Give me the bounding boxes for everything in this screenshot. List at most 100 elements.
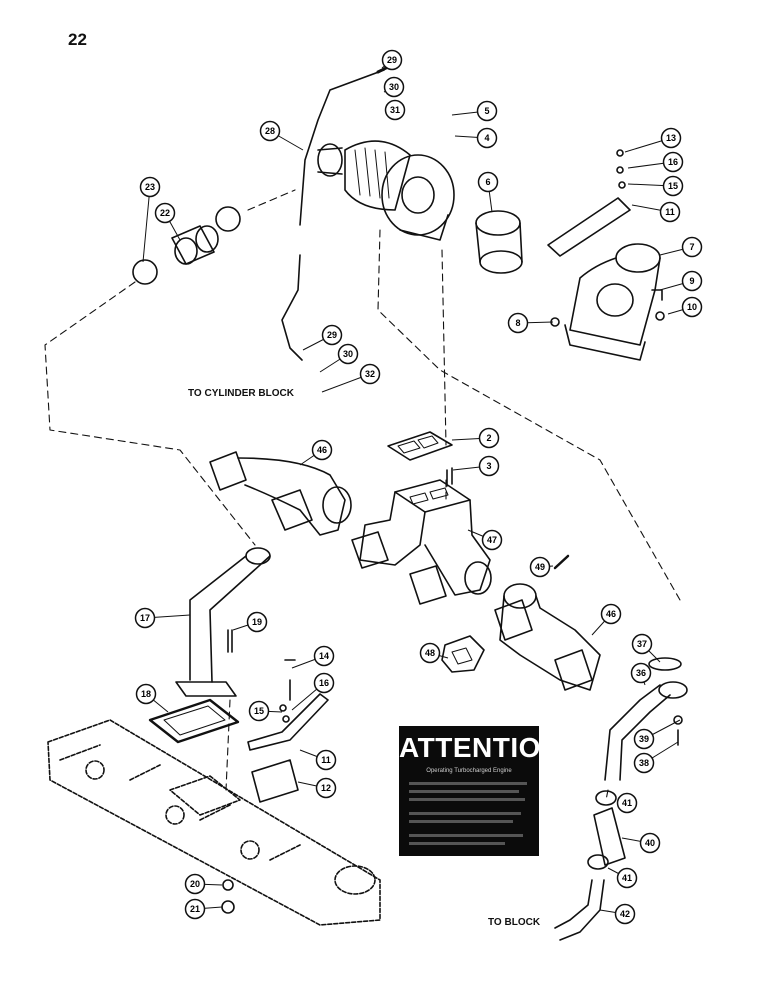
decal-text-line: [409, 812, 521, 815]
callout-number: 15: [254, 706, 264, 716]
callout-circle: [311, 439, 333, 461]
callout-42: 42: [599, 903, 636, 925]
spacer-icon: [251, 759, 299, 803]
callout-circle: [321, 324, 343, 346]
callout-48: 48: [419, 642, 449, 664]
callout-circle: [639, 832, 661, 854]
hose-icon: [475, 210, 523, 274]
callout-16: 16: [291, 672, 335, 711]
callout-number: 47: [487, 535, 497, 545]
callout-circle: [633, 752, 655, 774]
callout-number: 16: [668, 157, 678, 167]
callout-46: 46: [299, 439, 333, 466]
callout-number: 22: [160, 208, 170, 218]
callout-circle: [259, 120, 281, 142]
callout-number: 5: [484, 106, 489, 116]
callout-29: 29: [381, 49, 403, 71]
elbow-tube-icon: [554, 879, 605, 941]
callout-19: 19: [232, 611, 268, 633]
callout-circle: [681, 270, 703, 292]
callout-14: 14: [291, 645, 335, 669]
callout-circle: [359, 363, 381, 385]
decal-text-line: [409, 834, 523, 837]
attention-subtitle: Operating Turbocharged Engine: [426, 768, 512, 774]
callout-number: 30: [343, 349, 353, 359]
callout-number: 23: [145, 182, 155, 192]
callout-circle: [662, 175, 684, 197]
callout-number: 6: [485, 177, 490, 187]
callout-circle: [476, 127, 498, 149]
callout-number: 46: [606, 609, 616, 619]
callout-circle: [478, 455, 500, 477]
callout-16: 16: [627, 151, 684, 173]
callout-number: 42: [620, 909, 630, 919]
callout-number: 38: [639, 758, 649, 768]
callout-number: 17: [140, 613, 150, 623]
callout-number: 37: [637, 639, 647, 649]
attention-title: ATTENTION: [399, 732, 562, 763]
decal-text-line: [409, 790, 519, 793]
callout-9: 9: [659, 270, 703, 292]
callout-circle: [681, 296, 703, 318]
callout-number: 49: [535, 562, 545, 572]
elbow-outlet-icon: [547, 197, 661, 361]
callout-38: 38: [633, 741, 679, 774]
callout-number: 20: [190, 879, 200, 889]
callout-circle: [135, 683, 157, 705]
callout-number: 3: [486, 461, 491, 471]
callout-18: 18: [135, 683, 169, 713]
callout-number: 11: [665, 207, 675, 217]
callout-22: 22: [154, 202, 181, 241]
note-to-cylinder-block: TO CYLINDER BLOCK: [188, 388, 294, 399]
callout-circle: [384, 99, 406, 121]
callout-circle: [419, 642, 441, 664]
callout-31: 31: [384, 99, 406, 121]
decal-text-line: [409, 842, 505, 845]
callout-number: 9: [689, 276, 694, 286]
callout-12: 12: [297, 777, 337, 799]
callout-5: 5: [451, 100, 498, 122]
callout-circle: [315, 777, 337, 799]
callout-circle: [246, 611, 268, 633]
callout-41: 41: [616, 792, 638, 814]
callout-circle: [476, 100, 498, 122]
callout-number: 41: [622, 873, 632, 883]
attention-decal: ATTENTION Operating Turbocharged Engine: [399, 726, 562, 856]
callout-circle: [381, 49, 403, 71]
callout-11: 11: [299, 749, 337, 771]
note-to-block: TO BLOCK: [488, 917, 541, 928]
callout-number: 12: [321, 783, 331, 793]
callout-circle: [383, 76, 405, 98]
callout-30: 30: [383, 76, 405, 98]
callout-number: 46: [317, 445, 327, 455]
callout-number: 32: [365, 369, 375, 379]
callout-number: 21: [190, 904, 200, 914]
callout-circle: [507, 312, 529, 334]
callout-17: 17: [134, 607, 191, 629]
gasket-icon: [387, 431, 453, 461]
decal-text-line: [409, 782, 527, 785]
callout-circle: [337, 343, 359, 365]
callout-15: 15: [627, 175, 684, 197]
callout-number: 19: [252, 617, 262, 627]
callout-number: 10: [687, 302, 697, 312]
callout-circle: [184, 898, 206, 920]
leader-line: [142, 186, 151, 263]
callout-28: 28: [259, 120, 304, 151]
oil-return-tube: [281, 254, 303, 361]
hose-icon: [593, 807, 626, 866]
callout-circle: [681, 236, 703, 258]
callout-10: 10: [667, 296, 703, 318]
callout-2: 2: [451, 427, 500, 449]
callout-circle: [315, 749, 337, 771]
callout-4: 4: [454, 127, 498, 149]
clamp-icon: [132, 259, 158, 285]
callout-46: 46: [591, 603, 622, 636]
callout-8: 8: [507, 312, 554, 334]
callout-6: 6: [477, 171, 499, 213]
callout-40: 40: [621, 832, 661, 854]
callout-number: 31: [390, 105, 400, 115]
callout-number: 7: [689, 242, 694, 252]
